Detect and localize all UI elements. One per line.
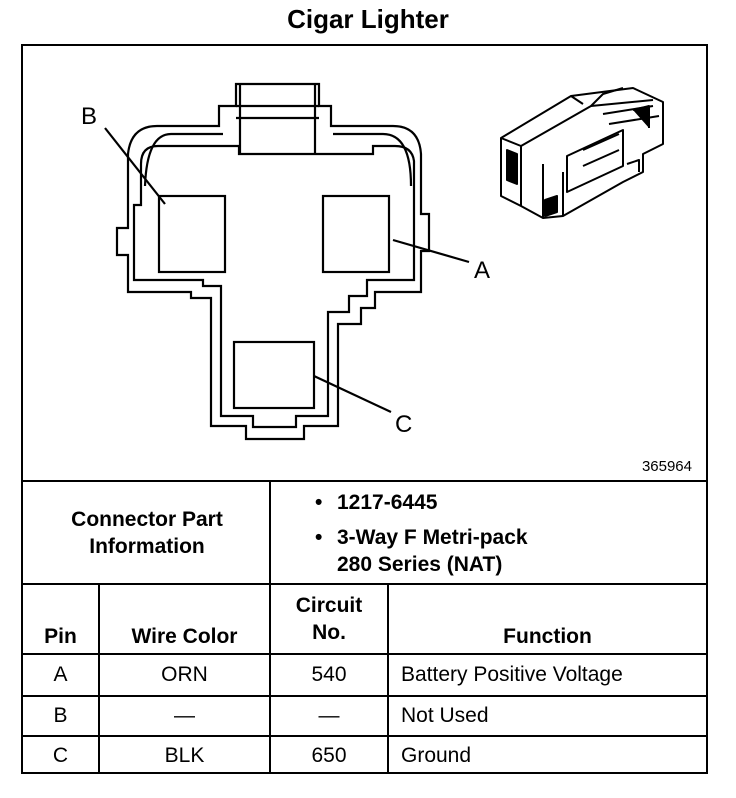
row-c-wire-color: BLK [164,743,205,767]
page-title: Cigar Lighter [287,4,449,34]
top-band [143,132,413,187]
connector-diagram: B A C 365964 [23,46,706,480]
row-b-circuit: — [318,704,340,727]
pin-label-c: C [395,411,412,438]
divider-col-circuit [387,583,389,774]
cavity-c [232,340,316,410]
connector-description: 3-Way F Metri-pack 280 Series (NAT) [315,524,695,578]
row-a-wire-color: ORN [161,663,208,686]
header-function: Function [503,624,592,648]
housing-inner-outline [132,144,416,429]
header-wire-color: Wire Color [131,624,238,648]
row-c-function: Ground [401,743,472,767]
leader-b [104,127,166,205]
connector-face-drawing: B A C [81,82,664,441]
housing-outline [115,82,431,441]
cavity-a [321,194,391,274]
divider-diagram-info [23,480,706,482]
row-b-function: Not Used [401,704,489,727]
row-a-circuit: 540 [311,663,347,686]
row-b-pin: B [53,704,68,727]
latch-outline [236,84,319,154]
part-number: 1217-6445 [315,489,695,516]
pin-label-a: A [474,257,490,284]
pin-label-b: B [81,103,97,130]
header-circuit-no: Circuit No. [295,594,363,644]
header-pin: Pin [44,624,77,648]
divider-header-row [23,653,706,655]
row-c-pin: C [52,743,69,767]
divider-col-pin [98,583,100,774]
row-b-wire-color: — [174,704,195,727]
leader-a [392,238,470,264]
row-a-function: Battery Positive Voltage [401,663,623,686]
divider-row-a [23,695,706,697]
connector-info-label: Connector Part Information [71,508,223,558]
row-a-pin: A [53,663,68,686]
cavity-b [157,194,227,274]
leader-c [313,375,392,413]
divider-col-wire [269,583,271,774]
row-c-circuit: 650 [311,743,347,767]
connector-isometric-view [500,87,664,219]
connector-sheet: B A C 365964 [21,44,708,774]
divider-info-table [23,583,706,585]
connector-info-list: 1217-6445 3-Way F Metri-pack 280 Series … [315,489,695,578]
figure-id: 365964 [641,458,692,475]
divider-info-col [269,480,271,583]
divider-row-b [23,735,706,737]
